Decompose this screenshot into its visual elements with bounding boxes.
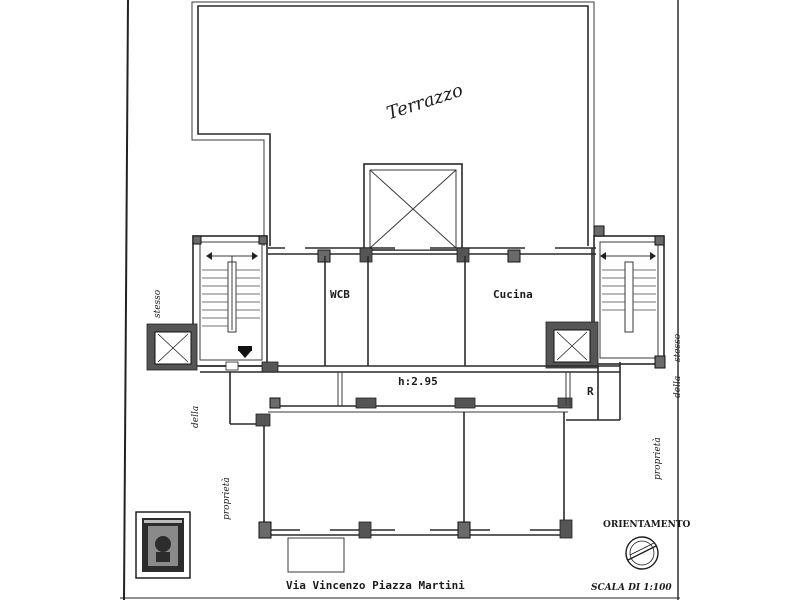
boundary-right-2: della — [673, 376, 683, 398]
stairs-arrow-icon — [238, 350, 252, 358]
street-label: Via Vincenzo Piazza Martini — [286, 579, 465, 592]
left-elevator — [146, 323, 198, 371]
orientation-label: ORIENTAMENTO — [603, 520, 691, 530]
terrace-outline — [191, 1, 595, 246]
boundary-right-3: proprietà — [652, 437, 663, 480]
kitchen-label: Cucina — [493, 288, 533, 301]
lower-rooms — [255, 412, 573, 573]
left-border-line — [123, 0, 129, 600]
right-stair-core — [593, 225, 666, 369]
boundary-left-2: della — [191, 406, 201, 428]
corridor — [200, 361, 621, 425]
ceiling-height-label: h:2.95 — [398, 375, 438, 388]
stairs-arrow-stem — [238, 346, 252, 351]
left-stair-core — [192, 235, 268, 367]
scale-label: SCALA DI 1:100 — [591, 583, 672, 593]
compass-icon — [625, 536, 659, 570]
north-facade — [268, 246, 596, 263]
skylight — [363, 163, 463, 251]
r-label: R — [587, 385, 594, 398]
boundary-left-1: stesso — [153, 289, 163, 318]
boundary-right-1: stesso — [673, 333, 683, 362]
right-elevator — [545, 321, 599, 369]
terrace-label: Terrazzo — [384, 80, 466, 124]
boundary-left-3: proprietà — [221, 477, 232, 520]
wc-label: WCB — [330, 288, 350, 301]
stamp-icon — [135, 511, 191, 579]
